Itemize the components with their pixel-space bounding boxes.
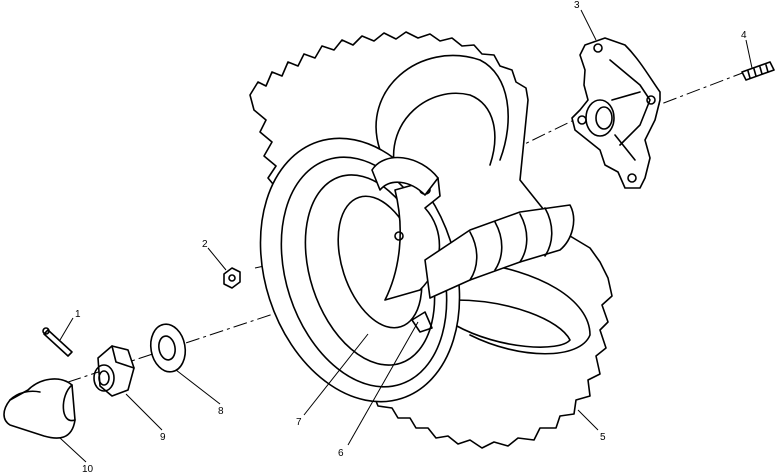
callout-5: 5	[600, 432, 606, 443]
callout-8: 8	[218, 406, 224, 417]
callout-9: 9	[160, 432, 166, 443]
callout-3: 3	[574, 0, 580, 11]
lug-nut	[223, 267, 241, 289]
callout-labels: 1 2 3 4 5 6 7 8 9 10	[75, 0, 747, 475]
valve-stem	[411, 311, 433, 333]
castle-nut	[93, 345, 135, 397]
callout-4: 4	[741, 30, 747, 41]
callout-1: 1	[75, 309, 81, 320]
leader-lines	[59, 9, 753, 463]
callout-6: 6	[338, 448, 344, 459]
washer	[149, 323, 187, 373]
callout-10: 10	[82, 464, 94, 475]
wheel-hub	[571, 37, 661, 189]
hub-bolt	[741, 61, 775, 81]
cotter-pin	[42, 327, 73, 357]
callout-7: 7	[296, 417, 302, 428]
callout-2: 2	[202, 239, 208, 250]
hub-cap	[3, 378, 76, 439]
tire-tread-section	[371, 156, 575, 299]
